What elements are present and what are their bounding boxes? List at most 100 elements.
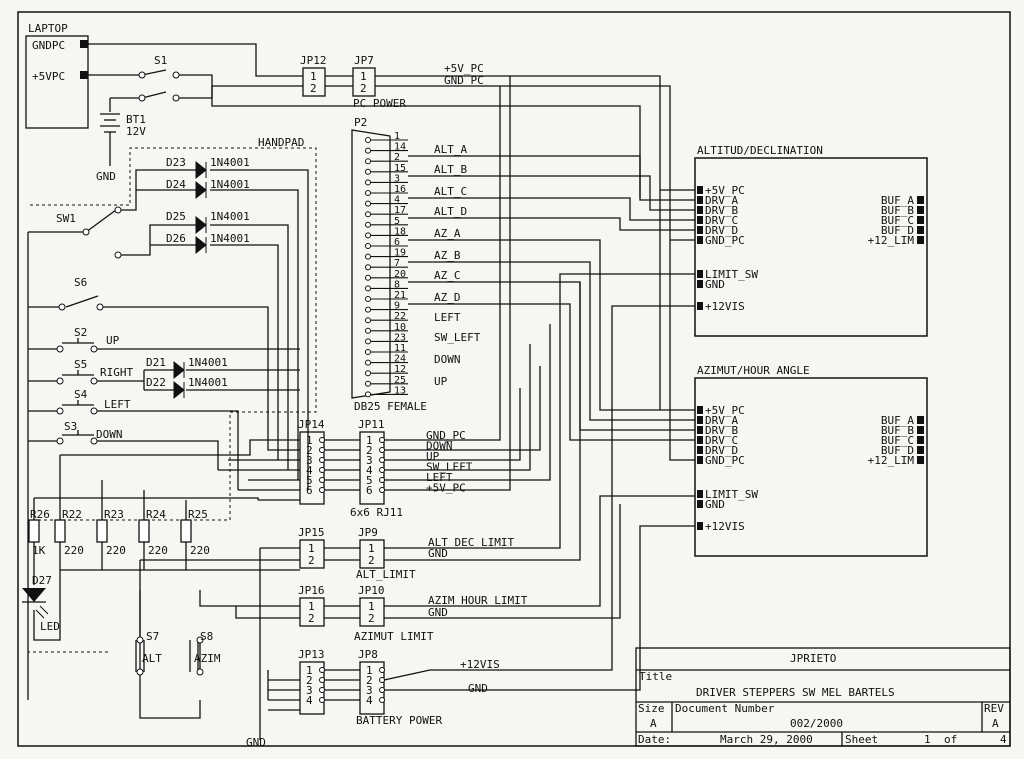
svg-text:1: 1 [360, 70, 367, 83]
s5-label: S5 [74, 358, 87, 371]
db25-pin-number: 13 [394, 385, 406, 396]
db25-signal-label: AZ_D [434, 291, 461, 304]
svg-text:BATTERY POWER: BATTERY POWER [356, 714, 442, 727]
jp8-pin [379, 687, 385, 693]
battery-name: BT1 [126, 113, 146, 126]
jp14-pin-number: 1 [306, 434, 313, 447]
svg-text:ALT_LIMIT: ALT_LIMIT [356, 568, 416, 581]
db25-pin-number: 20 [394, 269, 406, 280]
title-block-sheet-label: Sheet [845, 733, 878, 746]
db25-pin-number: 9 [394, 301, 400, 312]
jp13-pin [319, 697, 325, 703]
block-right-pin-label: BUF_D [881, 444, 914, 457]
connector-jp7: JP7 1 2 PC POWER [352, 54, 406, 110]
db25-pin-number: 11 [394, 343, 406, 354]
db25-pin-number: 25 [394, 375, 406, 386]
db25-pin [365, 243, 371, 249]
r24-ref: R24 [146, 508, 166, 521]
d23-part: 1N4001 [210, 156, 250, 169]
jp14-pin-number: 2 [306, 444, 313, 457]
block-pin-marker [917, 196, 924, 204]
s8-label: S8 [200, 630, 213, 643]
resistor-r22-icon [54, 519, 66, 543]
jp11-pin [379, 437, 385, 443]
db25-signal-label: ALT_A [434, 143, 467, 156]
s7-label: S7 [146, 630, 159, 643]
r22-ref: R22 [62, 508, 82, 521]
diode-d24-icon [195, 180, 207, 200]
r26-ref: R26 [30, 508, 50, 521]
pc-power-wires [325, 75, 695, 241]
block-pin-marker [697, 302, 703, 310]
title-block-docnum: 002/2000 [790, 717, 843, 730]
jp14-pin-number: 6 [306, 484, 313, 497]
db25-signal-label: ALT_D [434, 205, 467, 218]
db25-pin-number: 6 [394, 237, 400, 248]
jp8-pin-number: 4 [366, 694, 373, 707]
svg-text:AZIMUT LIMIT: AZIMUT LIMIT [354, 630, 434, 643]
d25-part: 1N4001 [210, 210, 250, 223]
block-pin-marker [697, 456, 703, 464]
driver-blocks: ALTITUD/DECLINATION+5V_PCDRV_ADRV_BDRV_C… [694, 144, 928, 557]
battery-gnd: GND [96, 170, 116, 183]
db25-pin-number: 21 [394, 290, 406, 301]
db25-pin [365, 359, 371, 366]
title-block-rev-label: REV [984, 702, 1004, 715]
svg-text:2: 2 [360, 82, 367, 95]
diode-symbols [173, 160, 207, 400]
db25-pin-number: 12 [394, 364, 406, 375]
block-pin-marker [917, 456, 924, 464]
block-left-pin-label: +12VIS [705, 300, 745, 313]
db25-pin-number: 22 [394, 311, 406, 322]
resistor-r24-icon [138, 519, 150, 543]
laptop-gnd-label: GNDPC [32, 39, 65, 52]
r26-value: 1K [32, 544, 46, 557]
jp7-signal-5v: +5V_PC [444, 62, 484, 75]
block-left-pin-label: +12VIS [705, 520, 745, 533]
handpad-label: HANDPAD [258, 136, 304, 149]
block-left-pin-label: LIMIT_SW [705, 488, 758, 501]
d25-ref: D25 [166, 210, 186, 223]
connector-db25: P2 DB25 FEMALE [351, 116, 427, 413]
db25-signal-labels: ALT_AALT_BALT_CALT_DAZ_AAZ_BAZ_CAZ_DLEFT… [434, 143, 481, 388]
block-azimut-hour-angle: AZIMUT/HOUR ANGLE+5V_PCDRV_ADRV_BDRV_CDR… [694, 364, 928, 557]
r24-value: 220 [148, 544, 168, 557]
db25-signal-label: AZ_B [434, 249, 461, 262]
db25-pins: 1142153164175186197208219221023112412251… [365, 131, 408, 398]
block-left-pin-label: GND [705, 498, 725, 511]
block-left-pin-label: DRV_D [705, 224, 738, 237]
block-pin-marker [697, 236, 703, 244]
jp8-pin-number: 2 [366, 674, 373, 687]
db25-pin-number: 23 [394, 332, 406, 343]
r23-ref: R23 [104, 508, 124, 521]
title-block-date: March 29, 2000 [720, 733, 813, 746]
connector-wires [324, 76, 695, 701]
jp14-pin-number: 5 [306, 474, 313, 487]
db25-pin-number: 1 [394, 131, 400, 142]
laptop-block: LAPTOP GNDPC +5VPC [25, 22, 89, 129]
resistor-r26-icon [28, 519, 40, 543]
jp11-pin [379, 457, 385, 463]
db25-signal-label: UP [434, 375, 448, 388]
block-pin-marker [917, 446, 924, 454]
db25-pin [365, 179, 371, 186]
block-title: ALTITUD/DECLINATION [697, 144, 823, 157]
jp13-pin-number: 1 [306, 664, 313, 677]
diode-d25-icon [195, 215, 207, 235]
db25-pin [365, 200, 371, 207]
svg-text:1: 1 [310, 70, 317, 83]
jp11-pin-number: 5 [366, 474, 373, 487]
block-left-pin-label: GND [705, 278, 725, 291]
title-block-of: 4 [1000, 733, 1007, 746]
block-pin-marker [697, 280, 703, 288]
jp8-pin-number: 3 [366, 684, 373, 697]
svg-text:2: 2 [308, 554, 315, 567]
jp11-pin-number: 1 [366, 434, 373, 447]
db25-pin [365, 296, 371, 302]
jp11-signal-label: LEFT [426, 471, 453, 484]
svg-text:PC POWER: PC POWER [353, 97, 406, 110]
